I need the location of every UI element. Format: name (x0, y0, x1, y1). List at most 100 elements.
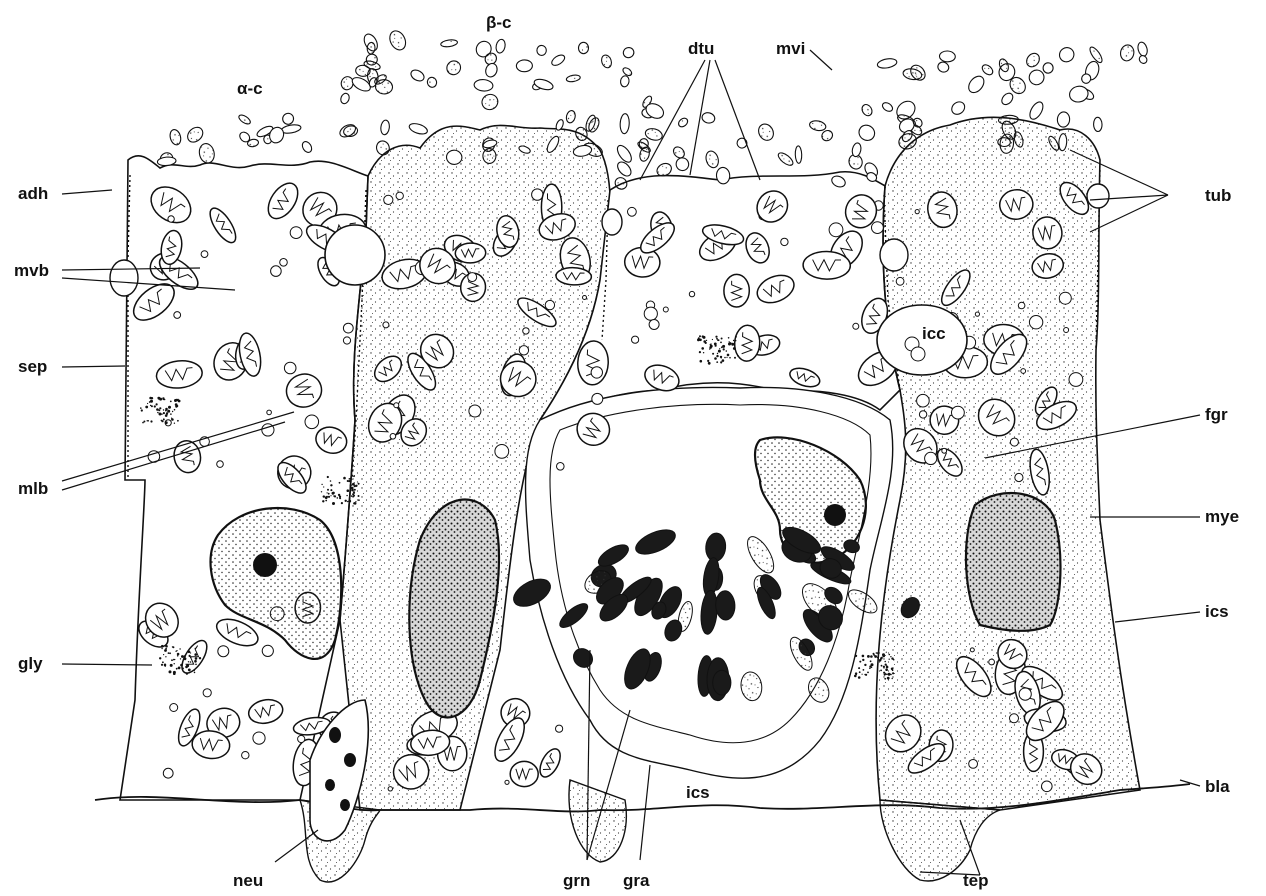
microvillus (380, 120, 390, 136)
vesicle (298, 735, 305, 742)
microvillus (1093, 117, 1102, 131)
label-bla: bla (1205, 778, 1230, 795)
microvillus (615, 143, 634, 164)
vesicle (896, 277, 904, 285)
microvillus (600, 54, 613, 69)
vesicle (583, 296, 587, 300)
microvillus (444, 58, 463, 77)
vesicle (390, 434, 396, 440)
microvillus (300, 140, 313, 154)
microvillus (1027, 100, 1045, 122)
vesicle (781, 238, 788, 245)
microvillus (615, 159, 634, 178)
vesicle (557, 463, 565, 471)
vesicle (989, 659, 995, 665)
microvillus (881, 101, 894, 113)
label-mye: mye (1205, 508, 1239, 525)
microvillus (565, 110, 576, 124)
microvillus (677, 116, 689, 128)
microvillus (936, 60, 950, 73)
label-dtu: dtu (688, 40, 714, 57)
microvillus (483, 149, 496, 164)
microvillus (1057, 111, 1070, 127)
microvillus (622, 46, 635, 59)
vesicle (853, 323, 859, 329)
microvillus (795, 146, 802, 164)
mitochondrion (455, 243, 486, 264)
microvillus (966, 73, 987, 95)
label-adh: adh (18, 185, 48, 202)
microvillus (339, 92, 350, 105)
vesicle (919, 411, 926, 418)
vesicle (383, 322, 389, 328)
label-gly: gly (18, 655, 43, 672)
vesicle (168, 216, 174, 222)
vesicle (1019, 688, 1031, 700)
microvillus (185, 124, 206, 145)
vesicle (1021, 369, 1026, 374)
vesicle (201, 251, 208, 258)
vesicle (1018, 302, 1025, 309)
microvillus (620, 75, 630, 87)
vesicle (388, 787, 392, 791)
vesicle (969, 760, 978, 769)
microvillus (949, 99, 967, 117)
mitochondrion (724, 274, 750, 307)
vesicle (271, 266, 282, 277)
vesicle (218, 646, 229, 657)
vesicle (280, 259, 288, 267)
vesicle (469, 405, 481, 417)
vesicle (1064, 328, 1069, 333)
microvillus (1068, 84, 1090, 103)
vesicle (591, 367, 602, 378)
vesicle (1069, 373, 1083, 387)
microvillus (716, 167, 730, 184)
vesicle (384, 195, 393, 204)
microvillus (1024, 51, 1042, 69)
vesicle (915, 210, 919, 214)
vesicle (343, 337, 350, 344)
vesicle (632, 336, 639, 343)
microvillus (550, 53, 566, 68)
microvillus (387, 28, 409, 52)
mitochondrion (510, 761, 538, 787)
vesicle (942, 448, 947, 453)
vesicle (290, 227, 302, 239)
mitochondrion (536, 746, 564, 781)
microvillus (622, 66, 634, 77)
nucleus-beta-right (966, 493, 1061, 631)
microvillus (338, 122, 358, 139)
vesicle (592, 393, 603, 404)
vesicle (952, 406, 965, 419)
vesicle (394, 403, 399, 408)
microvillus (408, 122, 429, 136)
microvillus (479, 92, 500, 112)
microvillus (484, 62, 499, 79)
vesicle (523, 328, 529, 334)
vesicle (262, 645, 273, 656)
beta-cell-right (876, 117, 1140, 810)
vesicle (1010, 438, 1018, 446)
label-ics-right: ics (1205, 603, 1229, 620)
microvillus (939, 51, 955, 63)
label-beta-cell: β-c (486, 14, 512, 31)
vesicle (170, 704, 178, 712)
vesicle (532, 189, 543, 200)
vesicle (689, 291, 694, 296)
microvillus (197, 142, 216, 164)
microvillus (1057, 45, 1077, 65)
vesicle (556, 725, 563, 732)
vesicle (343, 323, 353, 333)
microvillus (980, 63, 994, 77)
microvillus (756, 121, 777, 143)
microvillus (409, 68, 426, 83)
label-gra: gra (623, 872, 649, 889)
vesicle (975, 312, 979, 316)
microvillus (579, 42, 589, 53)
vesicle (628, 207, 637, 216)
vesicle (284, 362, 296, 374)
microvillus (440, 39, 458, 48)
microvillus (168, 128, 182, 146)
microvillus (566, 74, 581, 83)
